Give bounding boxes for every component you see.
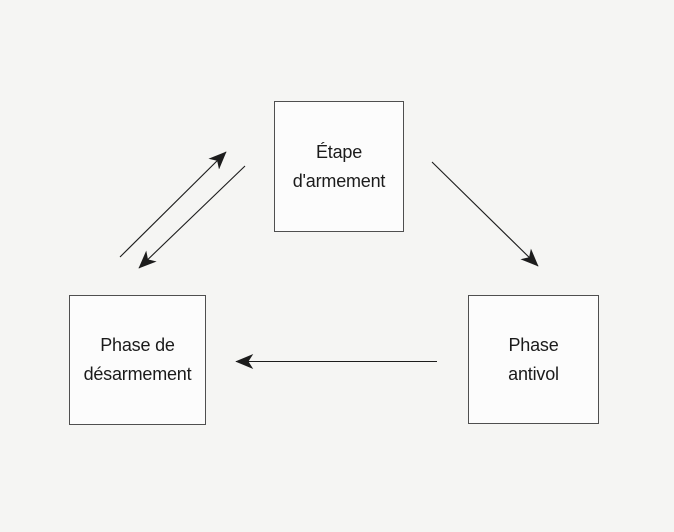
- node-phase-desarmement: Phase de désarmement: [69, 295, 206, 425]
- node-label-phase-desarmement: Phase de désarmement: [83, 335, 192, 384]
- node-etape-armement: Étape d'armement: [274, 101, 404, 232]
- arrow-desarmement-to-armement: [119, 151, 227, 258]
- node-label-etape-armement: Étape d'armement: [292, 141, 386, 191]
- node-label-phase-antivol: Phase antivol: [508, 334, 559, 384]
- arrow-armement-to-antivol: [431, 161, 539, 267]
- node-phase-antivol: Phase antivol: [468, 295, 599, 424]
- arrow-armement-to-desarmement: [138, 165, 246, 269]
